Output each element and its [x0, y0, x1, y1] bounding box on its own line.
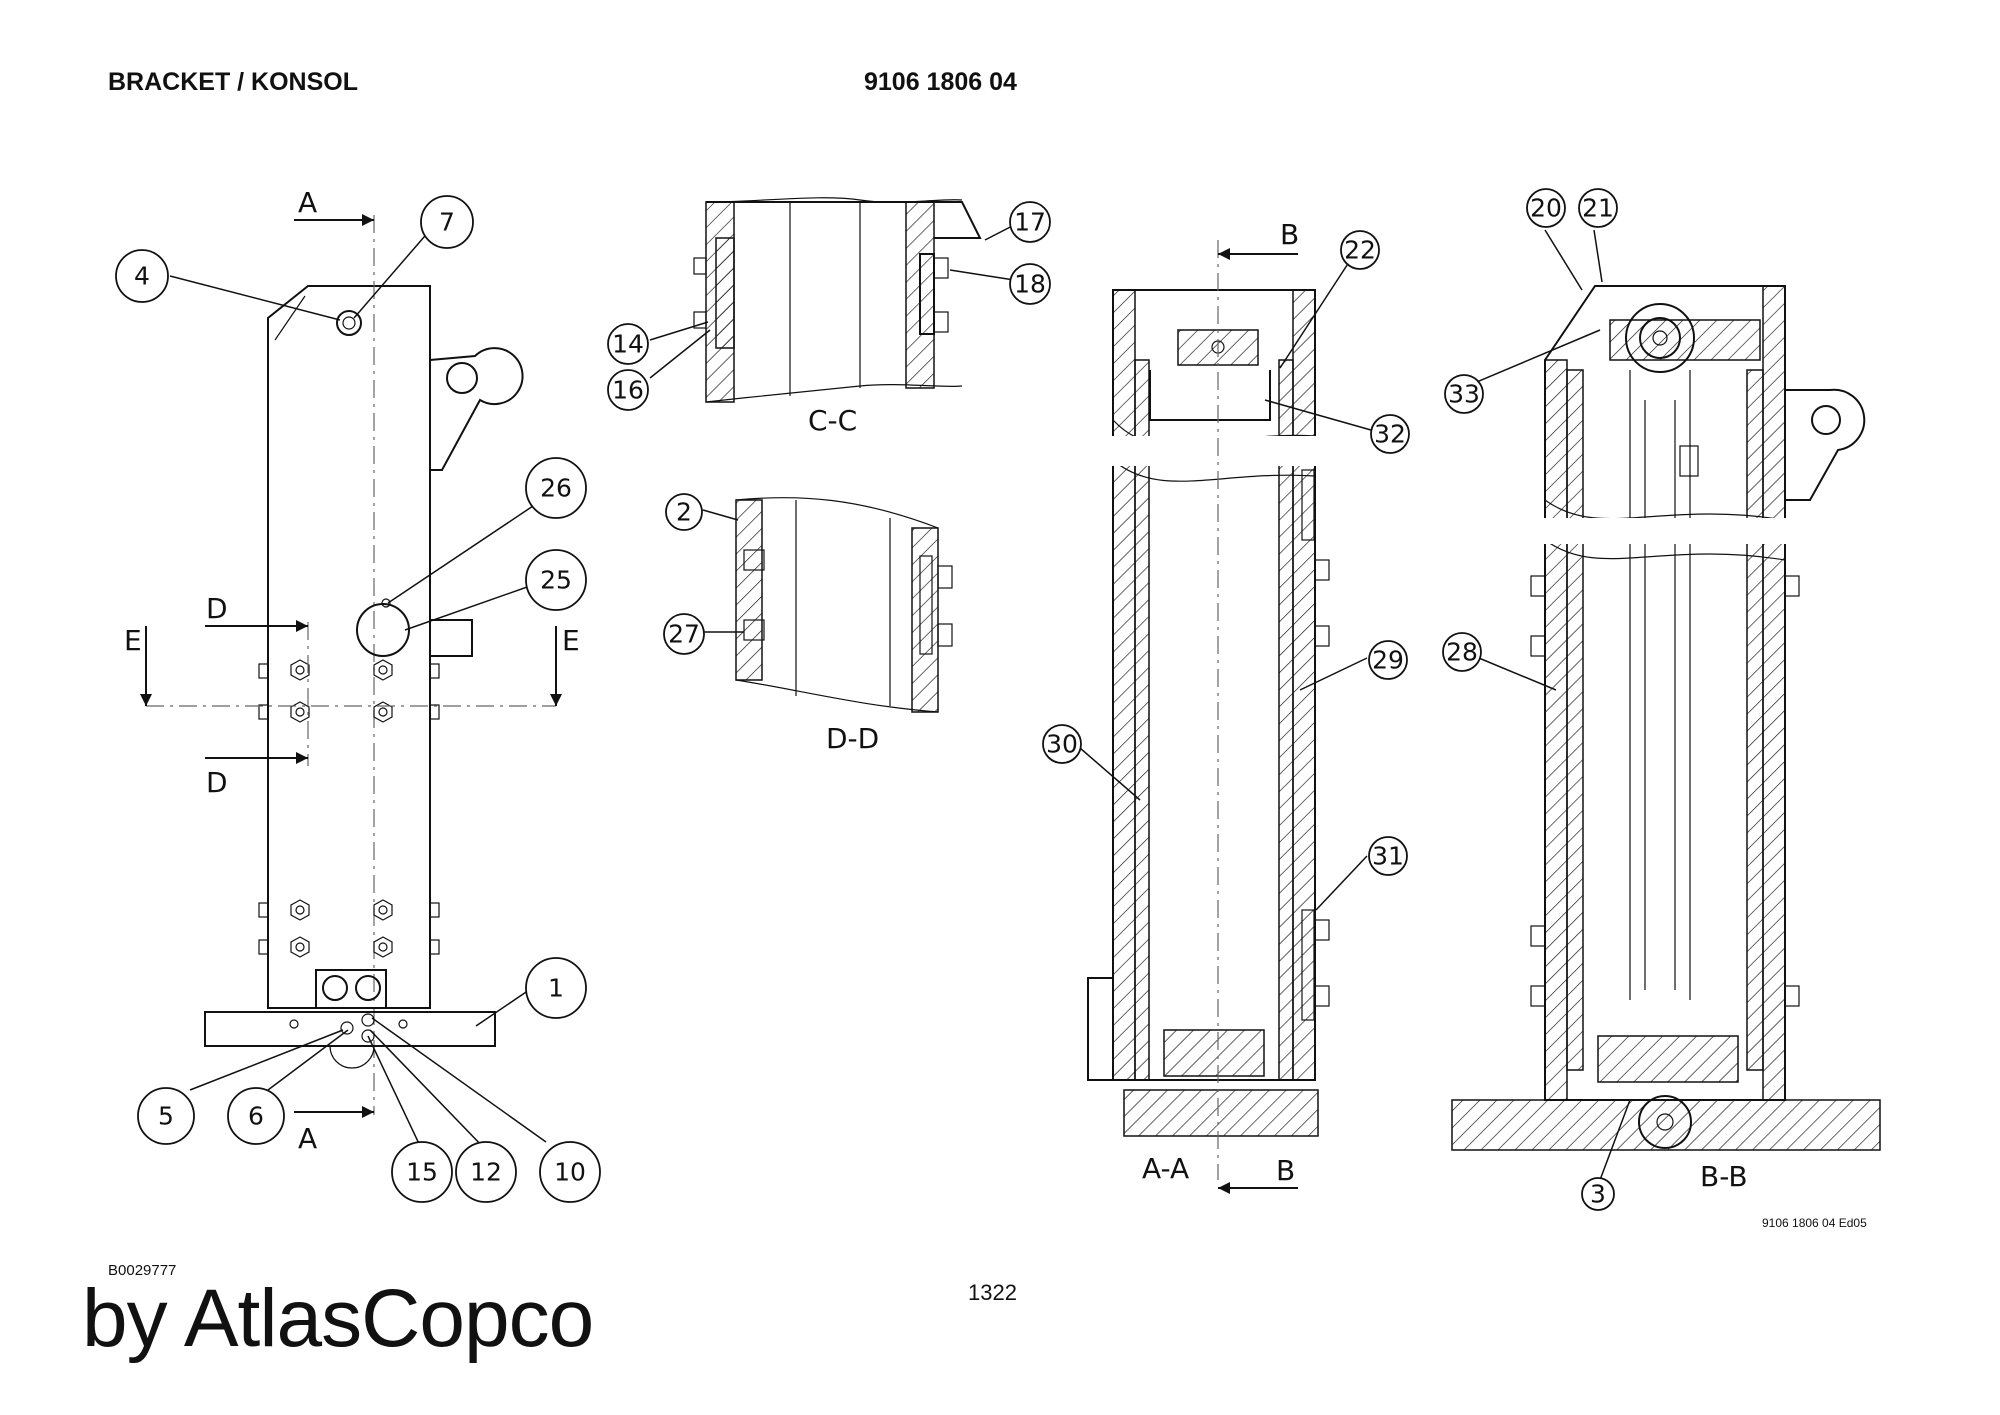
label-section-dd: D-D: [826, 722, 879, 755]
svg-text:6: 6: [248, 1102, 264, 1131]
callout-17: 17: [1009, 201, 1051, 243]
callout-31: 31: [1368, 836, 1408, 876]
callout-21: 21: [1578, 188, 1618, 228]
callout-14: 14: [607, 323, 649, 365]
svg-text:26: 26: [540, 474, 572, 503]
callout-15: 15: [391, 1141, 453, 1203]
svg-text:27: 27: [668, 620, 700, 649]
marker-a-top: A: [298, 186, 317, 219]
callout-27: 27: [663, 613, 705, 655]
edition-label: 9106 1806 04 Ed05: [1762, 1216, 1867, 1230]
svg-text:21: 21: [1582, 194, 1614, 223]
svg-text:12: 12: [470, 1158, 502, 1187]
drawing-title: BRACKET / KONSOL: [108, 68, 358, 96]
section-aa-view: [1087, 240, 1330, 1194]
side-view: [140, 214, 562, 1118]
callout-16: 16: [607, 369, 649, 411]
svg-text:22: 22: [1344, 236, 1376, 265]
part-number: 9106 1806 04: [864, 68, 1017, 96]
callout-20: 20: [1526, 188, 1566, 228]
svg-text:15: 15: [406, 1158, 438, 1187]
callout-7: 7: [420, 195, 474, 249]
label-section-aa: A-A: [1142, 1152, 1189, 1185]
svg-text:17: 17: [1014, 208, 1046, 237]
marker-e-left: E: [124, 624, 142, 657]
callout-10: 10: [539, 1141, 601, 1203]
marker-b-top: B: [1280, 218, 1299, 251]
callout-29: 29: [1368, 640, 1408, 680]
svg-text:4: 4: [134, 262, 150, 291]
callout-26: 26: [525, 457, 587, 519]
callout-28: 28: [1442, 632, 1482, 672]
svg-text:30: 30: [1046, 730, 1078, 759]
callout-25: 25: [525, 549, 587, 611]
svg-text:5: 5: [158, 1102, 174, 1131]
svg-text:28: 28: [1446, 638, 1478, 667]
callout-30: 30: [1042, 724, 1082, 764]
callout-32: 32: [1370, 414, 1410, 454]
callout-12: 12: [455, 1141, 517, 1203]
callout-2: 2: [665, 493, 703, 531]
section-cc-view: [693, 197, 982, 403]
svg-text:1: 1: [548, 974, 564, 1003]
svg-text:32: 32: [1374, 420, 1406, 449]
marker-e-right: E: [562, 624, 580, 657]
svg-text:7: 7: [439, 208, 455, 237]
brand-credit: by AtlasCopco: [82, 1273, 594, 1364]
marker-b-bottom: B: [1276, 1154, 1295, 1187]
marker-d-top: D: [206, 592, 228, 625]
svg-text:10: 10: [554, 1158, 586, 1187]
svg-text:2: 2: [676, 498, 692, 527]
page-number: 1322: [968, 1280, 1017, 1305]
callout-1: 1: [525, 957, 587, 1019]
svg-text:18: 18: [1014, 270, 1046, 299]
svg-text:20: 20: [1530, 194, 1562, 223]
callout-4: 4: [115, 249, 169, 303]
marker-d-bottom: D: [206, 766, 228, 799]
marker-a-bottom: A: [298, 1122, 317, 1155]
svg-text:29: 29: [1372, 646, 1404, 675]
svg-text:3: 3: [1590, 1180, 1606, 1209]
callout-6: 6: [227, 1087, 285, 1145]
svg-text:25: 25: [540, 566, 572, 595]
callout-5: 5: [137, 1087, 195, 1145]
callout-22: 22: [1340, 230, 1380, 270]
section-dd-view: [735, 497, 953, 713]
document-id: B0029777: [108, 1262, 177, 1279]
label-section-bb: B-B: [1700, 1160, 1748, 1193]
label-section-cc: C-C: [808, 404, 857, 437]
callout-3: 3: [1581, 1177, 1615, 1211]
svg-text:16: 16: [612, 376, 644, 405]
section-bb-view: [1451, 285, 1881, 1151]
callout-33: 33: [1444, 374, 1484, 414]
callout-18: 18: [1009, 263, 1051, 305]
svg-text:33: 33: [1448, 380, 1480, 409]
svg-text:14: 14: [612, 330, 644, 359]
svg-text:31: 31: [1372, 842, 1404, 871]
